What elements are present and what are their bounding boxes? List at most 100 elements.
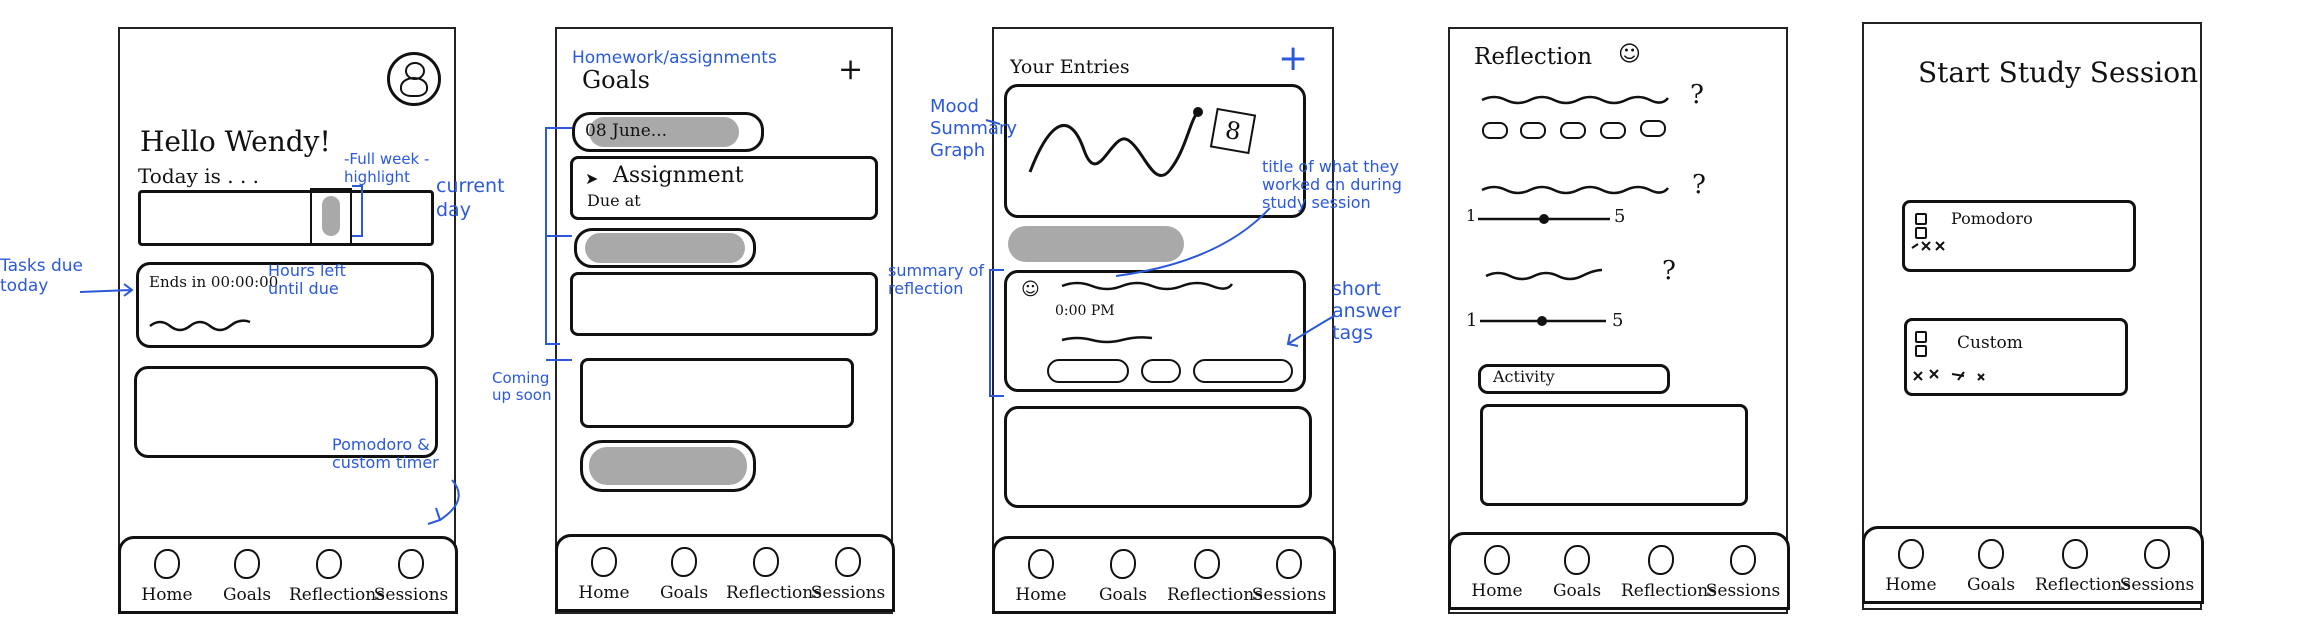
goal-card-3[interactable] <box>570 272 878 336</box>
profile-icon[interactable] <box>387 52 441 106</box>
custom-card[interactable]: Custom <box>1904 318 2128 396</box>
nav-reflections[interactable]: Reflections <box>1621 545 1717 601</box>
smile-icon: ☺ <box>1618 42 1641 67</box>
custom-icon <box>1915 331 1927 343</box>
nav-sessions[interactable]: Sessions <box>1703 545 1783 601</box>
entry-title-squiggle <box>1061 281 1234 291</box>
task-card[interactable]: Ends in 00:00:00 <box>136 262 434 348</box>
today-label: Today is . . . <box>138 164 260 188</box>
nav-home[interactable]: Home <box>1001 549 1081 605</box>
nav-sessions[interactable]: Sessions <box>371 549 451 605</box>
nav-reflections[interactable]: Reflections <box>1167 549 1263 605</box>
activity-textarea[interactable] <box>1480 404 1748 506</box>
goal-pill-2[interactable] <box>574 228 756 268</box>
reflection-title: Reflection <box>1474 44 1593 70</box>
nav-home[interactable]: Home <box>1871 539 1951 595</box>
smiley-icon: ☺ <box>1021 279 1040 300</box>
mood-option-1[interactable] <box>1482 122 1508 139</box>
nav-goals[interactable]: Goals <box>1537 545 1617 601</box>
annotation-short-answer: short answer tags <box>1332 278 1401 344</box>
slider-1-thumb <box>1539 214 1549 224</box>
goals-icon <box>1110 549 1136 579</box>
tag-pill-2[interactable] <box>1141 359 1181 383</box>
question-3-mark: ? <box>1662 256 1676 286</box>
home-icon <box>154 549 180 579</box>
pomodoro-card[interactable]: Pomodoro <box>1902 200 2136 272</box>
bottom-nav-reflection: Home Goals Reflections Sessions <box>1448 532 1790 610</box>
arrow-mood-graph <box>985 119 1001 125</box>
nav-reflections[interactable]: Reflections <box>726 547 822 603</box>
nav-home[interactable]: Home <box>564 547 644 603</box>
mood-option-4[interactable] <box>1600 122 1626 139</box>
assignment-card[interactable]: ➤ Assignment Due at <box>570 156 878 220</box>
add-goal-button[interactable]: + <box>838 52 864 87</box>
week-calendar[interactable] <box>138 190 434 246</box>
arrow-tasks-due <box>79 283 134 297</box>
nav-reflections[interactable]: Reflections <box>2035 539 2131 595</box>
nav-reflections[interactable]: Reflections <box>289 549 385 605</box>
bottom-nav-study: Home Goals Reflections Sessions <box>1862 526 2204 604</box>
mood-options[interactable] <box>1482 118 1682 140</box>
reflections-icon <box>1648 545 1674 575</box>
bracket-summary <box>989 269 1004 397</box>
goal-card-4[interactable] <box>580 358 854 428</box>
reflections-icon <box>753 547 779 577</box>
nav-goals[interactable]: Goals <box>1951 539 2031 595</box>
question-3-squiggle <box>1485 268 1603 281</box>
goal-pill-5[interactable] <box>580 440 756 492</box>
bottom-nav-entries: Home Goals Reflections Sessions <box>992 536 1336 614</box>
nav-goals[interactable]: Goals <box>1083 549 1163 605</box>
annotation-coming-up: Coming up soon <box>492 369 552 404</box>
date-pill[interactable]: 08 June... <box>572 112 764 152</box>
goal-pill-2-fill <box>585 233 745 263</box>
mood-option-3[interactable] <box>1560 122 1586 139</box>
tag-pill-1[interactable] <box>1047 359 1129 383</box>
scale-2-max: 5 <box>1612 310 1624 331</box>
entry-summary-squiggle <box>1061 336 1153 344</box>
nav-sessions[interactable]: Sessions <box>808 547 888 603</box>
date-pill-text: 08 June... <box>585 121 668 141</box>
annotation-title-worked: title of what they worked on during stud… <box>1262 157 1402 212</box>
bracket-coming-up <box>545 127 572 361</box>
sessions-icon <box>1730 545 1756 575</box>
goals-icon <box>1564 545 1590 575</box>
pomodoro-icon-2 <box>1915 227 1927 239</box>
annotation-tasks-due: Tasks due today <box>0 256 83 296</box>
mood-option-2[interactable] <box>1520 122 1546 139</box>
nav-goals[interactable]: Goals <box>644 547 724 603</box>
screen-study-session <box>1862 22 2202 610</box>
mood-option-5[interactable] <box>1640 120 1666 137</box>
nav-sessions[interactable]: Sessions <box>2117 539 2197 595</box>
custom-marks <box>1913 369 1985 381</box>
entry-card[interactable]: ☺ 0:00 PM <box>1004 270 1306 392</box>
pomodoro-marks <box>1911 241 1945 251</box>
nav-sessions[interactable]: Sessions <box>1249 549 1329 605</box>
home-icon <box>1028 549 1054 579</box>
mood-graph-line <box>1028 110 1200 177</box>
task-squiggle <box>149 319 251 332</box>
activity-pill[interactable]: Activity <box>1478 364 1670 394</box>
task-countdown: Ends in 00:00:00 <box>149 273 279 291</box>
timer-card[interactable] <box>134 366 438 458</box>
scale-2-min: 1 <box>1466 310 1478 331</box>
question-1-squiggle <box>1481 95 1669 105</box>
nav-home[interactable]: Home <box>127 549 207 605</box>
sessions-icon <box>1276 549 1302 579</box>
current-day-highlight[interactable] <box>310 188 352 246</box>
entry-card-2[interactable] <box>1004 406 1312 508</box>
scale-1-min: 1 <box>1466 206 1477 225</box>
nav-home[interactable]: Home <box>1457 545 1537 601</box>
entry-title-pill[interactable] <box>1008 226 1184 262</box>
sessions-icon <box>2144 539 2170 569</box>
arrow-timer <box>427 479 460 525</box>
sessions-icon <box>835 547 861 577</box>
nav-goals[interactable]: Goals <box>207 549 287 605</box>
add-entry-button[interactable]: + <box>1278 38 1309 79</box>
tag-pill-3[interactable] <box>1193 359 1293 383</box>
pomodoro-icon <box>1915 213 1927 225</box>
date-pill-fill <box>589 117 739 147</box>
mood-graph-point <box>1193 107 1203 117</box>
mood-graph-card[interactable]: 8 <box>1004 84 1306 218</box>
greeting: Hello Wendy! <box>140 125 331 158</box>
